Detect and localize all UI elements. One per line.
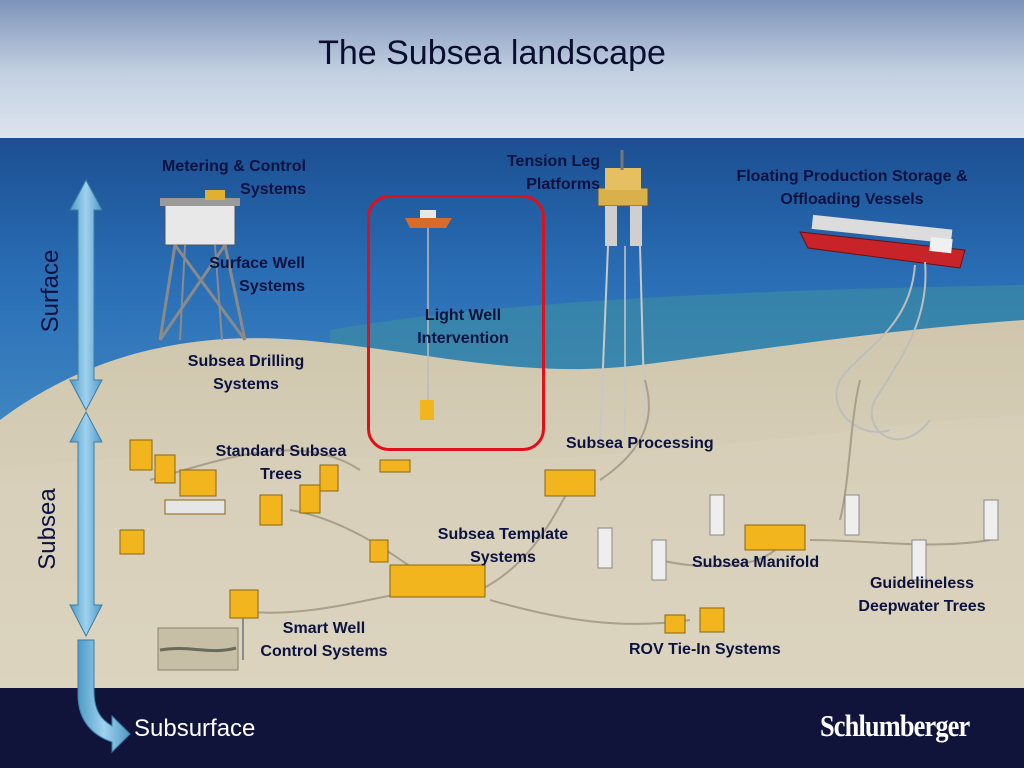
fixed-platform <box>158 190 247 341</box>
tension-leg-platform <box>597 150 649 441</box>
subsurface-arrow <box>77 639 131 754</box>
subsea-label: Subsea <box>34 488 61 570</box>
deepwater-trees <box>597 494 999 581</box>
fpso-vessel <box>799 214 966 441</box>
subsea-processing-label: Subsea Processing <box>566 435 714 452</box>
surface-label: Surface <box>37 249 64 333</box>
light-well-highlight <box>367 195 545 451</box>
schlumberger-logo: Schlumberger <box>820 708 970 743</box>
seabed-shade <box>0 415 1024 690</box>
smart-well-section <box>157 618 244 671</box>
surface-arrow <box>69 178 103 412</box>
subsea-arrow <box>69 410 103 638</box>
sky <box>0 0 1024 145</box>
subsea-manifold-label: Subsea Manifold <box>692 554 820 571</box>
rov-tiein-label: ROV Tie-In Systems <box>629 641 781 658</box>
subsurface-label: Subsurface <box>134 715 256 742</box>
footer-band <box>0 688 1024 768</box>
page-title: The Subsea landscape <box>318 34 666 72</box>
intervention-vessel <box>405 210 452 420</box>
subsea-equipment <box>119 439 806 634</box>
fpso-label: Floating Production Storage &Offloading … <box>736 168 968 208</box>
